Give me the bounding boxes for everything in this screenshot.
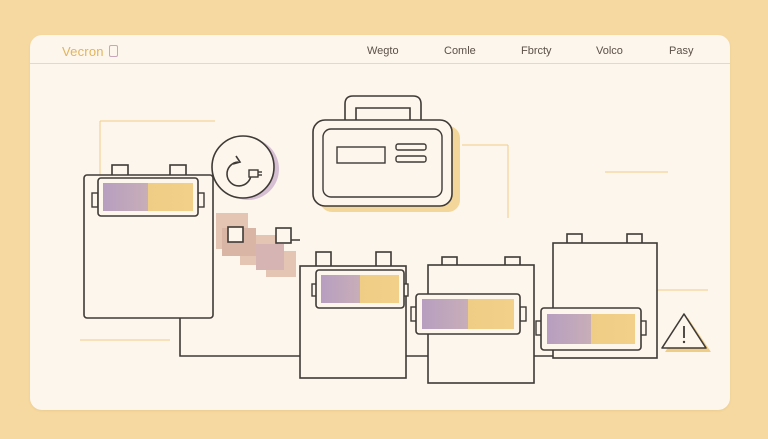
battery-charge-fill [321,275,399,303]
terminal-icon [315,251,332,268]
recharge-plug-icon[interactable] [211,135,279,200]
nav-item-volco[interactable]: Volco [596,45,623,57]
battery-module-4[interactable] [535,233,658,359]
battery-module-3[interactable] [410,256,535,384]
nav-item-wegto[interactable]: Wegto [367,45,399,57]
brand-logo[interactable]: Vecron [62,44,118,59]
power-station-icon[interactable] [312,95,460,212]
terminal-icon [375,251,392,268]
battery-charge-fill [547,314,635,344]
battery-charge-fill [103,183,193,211]
connector-node-icon [227,226,244,243]
battery-module-2[interactable] [299,251,409,379]
warning-icon[interactable] [661,313,711,352]
connector-node-icon [275,227,292,244]
battery-mark-icon [108,44,118,57]
nav-item-fbrcty[interactable]: Fbrcty [521,45,552,57]
battery-module-1[interactable] [83,164,214,319]
display-screen [336,146,386,164]
power-flow-steps [216,213,296,277]
nav-item-comle[interactable]: Comle [444,45,476,57]
battery-charge-fill [422,299,514,329]
brand-name: Vecron [62,44,104,59]
top-navigation-bar: Vecron Wegto Comle Fbrcty Volco Pasy [30,35,730,64]
nav-item-pasy[interactable]: Pasy [669,45,694,57]
